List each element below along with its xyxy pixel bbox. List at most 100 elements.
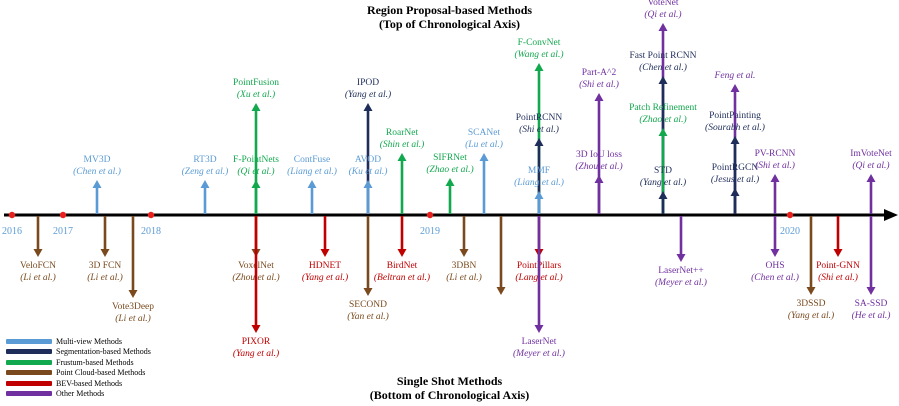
legend-label: Frustum-based Methods <box>56 357 134 367</box>
arrow-head-fast-point-rcnn-16 <box>658 76 668 84</box>
legend-label: Segmentation-based Methods <box>56 347 151 357</box>
arrow-head-velofcn-24 <box>33 249 43 257</box>
method-authors-f-convnet-10: (Wang et al.) <box>515 49 564 60</box>
legend-swatch <box>6 338 52 344</box>
method-authors-sifrnet-8: (Zhao et al.) <box>426 164 473 175</box>
legend-swatch <box>6 391 52 397</box>
method-authors-pointrcnn-11: (Shi et al.) <box>519 124 559 135</box>
method-name-rt3d-1: RT3D <box>193 155 216 165</box>
method-authors-lasernet-35: (Meyer et al.) <box>513 348 565 359</box>
method-name-pointfusion-2: PointFusion <box>233 78 279 88</box>
method-authors-avod-6: (Ku et al.) <box>349 166 388 177</box>
method-name-f-pointnets-3: F-PointNets <box>233 155 279 165</box>
method-authors-3d-iou-loss-14: (Zhou et al.) <box>575 161 622 172</box>
arrow-head-f-pointnets-3 <box>251 180 261 188</box>
arrow-head-std-18 <box>658 191 668 199</box>
year-label-2016: 2016 <box>2 226 22 237</box>
arrow-head-pointpainting-20 <box>730 136 740 144</box>
arrow-head-scanet-9 <box>479 153 489 161</box>
method-name-fast-point-rcnn-16: Fast Point RCNN <box>629 51 696 61</box>
method-authors-mv3d-0: (Chen et al.) <box>73 166 121 177</box>
method-authors-fast-point-rcnn-16: (Chen et al.) <box>639 62 687 73</box>
method-authors-ipod-5: (Yang et al.) <box>345 89 391 100</box>
method-authors-rt3d-1: (Zeng et al.) <box>182 166 229 177</box>
arrow-head-3dssd-38 <box>806 287 816 295</box>
arrow-head-rt3d-1 <box>200 180 210 188</box>
top-heading-line1: Region Proposal-based Methods <box>366 3 533 17</box>
top-heading-line2: (Top of Chronological Axis) <box>378 17 521 31</box>
method-name-lasernet-35: LaserNet <box>522 337 557 347</box>
legend-swatch <box>6 370 52 376</box>
method-authors-part-a-2-13: (Shi et al.) <box>579 79 619 90</box>
year-marker-2017 <box>59 211 67 219</box>
method-name-hdnet-29: HDNET <box>309 261 341 271</box>
method-authors-mmf-12: (Liang et al.) <box>514 177 564 188</box>
legend-label: BEV-based Methods <box>56 378 123 388</box>
arrow-head-pointrcnn-11 <box>534 138 544 146</box>
method-authors-lasernet-36: (Meyer et al.) <box>655 277 707 288</box>
arrow-head-roarnet-7 <box>397 153 407 161</box>
arrow-head-mv3d-0 <box>92 180 102 188</box>
method-name-mv3d-0: MV3D <box>84 155 111 165</box>
arrow-head-vote3deep-26 <box>128 290 138 298</box>
arrow-head-patch-refinement-17 <box>658 128 668 136</box>
arrow-head-second-30 <box>363 288 373 296</box>
year-label-2020: 2020 <box>780 226 800 237</box>
arrow-head-ipod-5 <box>363 103 373 111</box>
bottom-heading-line2: (Bottom of Chronological Axis) <box>369 388 530 402</box>
method-authors-ohs-37: (Chen et al.) <box>751 272 799 283</box>
legend-swatch <box>6 359 52 365</box>
method-name-patch-refinement-17: Patch Refinement <box>629 102 697 113</box>
method-authors-std-18: (Yang et al.) <box>640 177 686 188</box>
method-name-ipod-5: IPOD <box>357 78 379 88</box>
method-authors-vote3deep-26: (Li et al.) <box>115 313 151 324</box>
legend-item-point_cloud: Point Cloud-based Methods <box>6 368 176 379</box>
method-authors-pixor-28: (Yang et al.) <box>233 348 279 359</box>
year-marker-2019 <box>426 211 434 219</box>
legend-item-multi_view: Multi-view Methods <box>6 336 176 347</box>
arrow-head-ohs-37 <box>770 249 780 257</box>
method-authors-velofcn-24: (Li et al.) <box>20 272 56 283</box>
method-authors-scanet-9: (Lu et al.) <box>465 139 503 150</box>
method-name-feng-et-al-19: Feng et al. <box>714 71 756 81</box>
method-name-vote3deep-26: Vote3Deep <box>112 302 154 312</box>
legend-label: Point Cloud-based Methods <box>56 368 146 378</box>
method-authors-point-gnn-39: (Shi et al.) <box>818 272 858 283</box>
method-name-imvotenet-23: ImVoteNet <box>850 149 892 159</box>
method-name-point-gnn-39: Point-GNN <box>816 261 860 271</box>
arrow-head-3dbn-32 <box>459 249 469 257</box>
method-name-second-30: SECOND <box>349 300 387 310</box>
bottom-heading-line1: Single Shot Methods <box>396 374 503 388</box>
method-authors-imvotenet-23: (Qi et al.) <box>852 160 889 171</box>
method-name-std-18: STD <box>654 166 672 176</box>
method-authors-patch-refinement-17: (Zhao et al.) <box>639 114 686 125</box>
method-authors-pv-rcnn-22: (Shi et al.) <box>755 160 795 171</box>
year-marker-2018 <box>147 211 155 219</box>
arrow-head-birdnet-31 <box>397 249 407 257</box>
method-name-pixor-28: PIXOR <box>242 337 271 347</box>
year-label-2019: 2019 <box>420 226 440 237</box>
method-name-scanet-9: SCANet <box>468 128 501 138</box>
arrow-head-sa-ssd-40 <box>866 287 876 295</box>
arrow-head-votenet-15 <box>658 23 668 31</box>
method-name-pointrcnn-11: PointRCNN <box>516 113 563 123</box>
arrow-head-pointfusion-2 <box>251 103 261 111</box>
method-authors-pointrgcn-21: (Jesus et al.) <box>711 174 759 185</box>
legend-item-frustum: Frustum-based Methods <box>6 357 176 368</box>
arrow-head-avod-6 <box>363 180 373 188</box>
method-name-mmf-12: MMF <box>528 166 550 176</box>
method-authors-pointfusion-2: (Xu et al.) <box>237 89 275 100</box>
arrow-head-part-a-2-13 <box>594 93 604 101</box>
method-name-pointrgcn-21: PointRGCN <box>712 163 759 173</box>
method-name-velofcn-24: VeloFCN <box>20 261 56 271</box>
method-authors-3dssd-38: (Yang et al.) <box>788 310 834 321</box>
method-name-3d-fcn-25: 3D FCN <box>89 261 122 271</box>
method-name-3d-iou-loss-14: 3D IoU loss <box>576 150 622 160</box>
method-name-lasernet-36: LaserNet++ <box>658 266 704 276</box>
arrow-head-imvotenet-23 <box>866 174 876 182</box>
method-authors-sa-ssd-40: (He et al.) <box>852 310 891 321</box>
legend-item-segmentation: Segmentation-based Methods <box>6 347 176 358</box>
